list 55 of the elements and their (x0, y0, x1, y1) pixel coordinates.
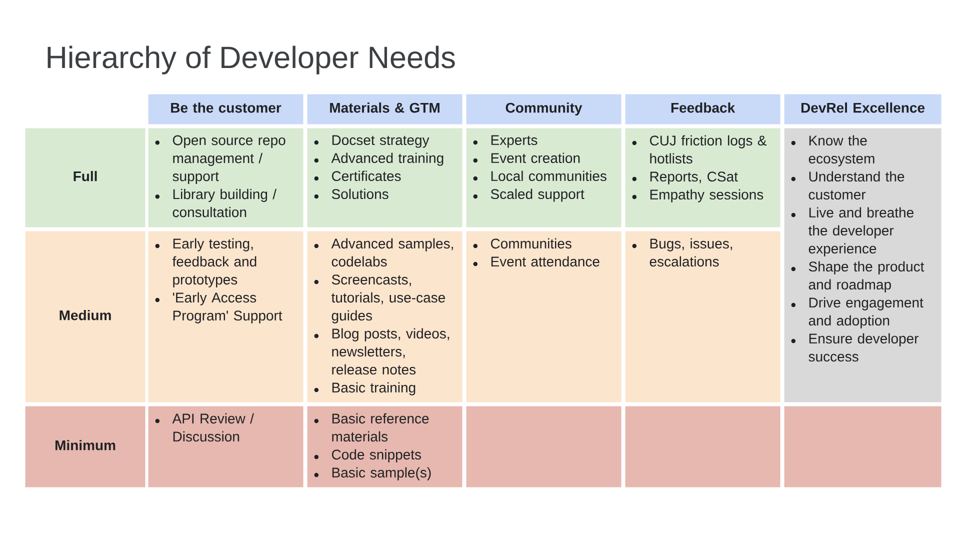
empty-cell (466, 406, 622, 488)
table-cell (307, 231, 462, 402)
bullet-item: Basic reference materials (314, 413, 429, 442)
table-cell (307, 406, 462, 488)
column-header: Materials & GTM (307, 94, 462, 124)
bullet-item: Scaled support (473, 188, 584, 202)
column-header: Be the customer (148, 94, 304, 124)
bullet-item: Library building / consultation (155, 188, 276, 218)
column-header: Feedback (625, 94, 780, 124)
bullet-item: Experts (473, 135, 538, 148)
bullet-item: Communities (473, 238, 572, 249)
diagram-title: Hierarchy of Developer Needs (48, 46, 455, 74)
bullet-item: Event attendance (473, 256, 600, 267)
table-cell (784, 128, 942, 402)
table-cell (466, 128, 622, 228)
bullet-item: Certificates (314, 170, 401, 182)
bullet-item: Drive engagement and adoption (791, 297, 924, 328)
bullet-item: CUJ friction logs & hotlists (632, 135, 766, 164)
table-cell (148, 128, 304, 228)
column-header: DevRel Excellence (784, 94, 942, 124)
bullet-item: Live and breathe the developer experience (791, 207, 914, 256)
bullet-item: Basic sample(s) (314, 467, 431, 480)
table-cell (625, 128, 780, 228)
bullet-item: API Review / Discussion (155, 413, 254, 442)
bullet-item: Basic training (314, 382, 416, 396)
bullet-item: Know the ecosystem (791, 135, 874, 166)
bullet-item: Open source repo management / support (155, 135, 286, 184)
table-cell (307, 128, 462, 228)
bullet-item: Shape the product and roadmap (791, 261, 924, 292)
empty-cell (784, 406, 942, 488)
bullet-item: Blog posts, videos, newsletters, release notes (314, 328, 450, 375)
bullet-item: Empathy sessions (632, 189, 764, 202)
bullet-item: 'Early Access Program' Support (155, 292, 282, 324)
bullet-item: Docset strategy (314, 135, 430, 148)
bullet-item: Advanced samples, codelabs (314, 238, 453, 267)
bullet-item: Understand the customer (791, 171, 904, 200)
bullet-item: Event creation (473, 152, 580, 164)
row-header: Full (25, 128, 146, 228)
table-cell (148, 406, 304, 488)
bullet-item: Solutions (314, 188, 388, 200)
bullet-item: Screencasts, tutorials, use-case guides (314, 274, 445, 324)
bullet-item: Advanced training (314, 152, 444, 166)
bullet-item: Code snippets (314, 449, 421, 462)
empty-cell (625, 406, 780, 488)
row-header: Medium (25, 231, 146, 402)
column-header: Community (466, 94, 622, 124)
bullet-item: Local communities (473, 170, 606, 182)
bullet-item: Ensure developer success (791, 333, 919, 362)
table-cell (148, 231, 304, 402)
table-cell (625, 231, 780, 402)
bullet-item: Bugs, issues, escalations (632, 238, 732, 267)
bullet-item: Reports, CSat (632, 172, 738, 184)
table-cell (466, 231, 622, 402)
bullet-item: Early testing, feedback and prototypes (155, 238, 256, 288)
row-header: Minimum (25, 406, 146, 488)
